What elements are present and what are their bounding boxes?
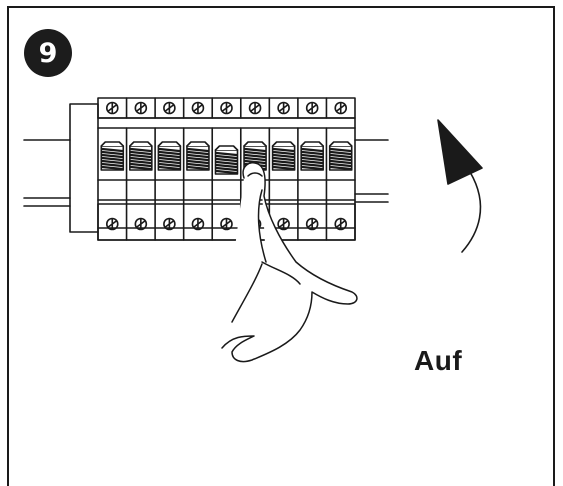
din-rail	[23, 139, 389, 207]
terminal-screw-top	[248, 101, 262, 115]
curved-arrow-up-icon	[437, 119, 483, 253]
breaker-columns	[100, 97, 353, 241]
terminal-screw-bottom	[334, 217, 348, 231]
terminal-screw-bottom	[277, 217, 290, 231]
breaker-lever	[100, 141, 125, 171]
terminal-screw-bottom	[163, 217, 176, 231]
terminal-screw-top	[191, 101, 205, 115]
breaker-lever	[186, 141, 210, 171]
terminal-screw-bottom	[220, 217, 233, 231]
terminal-screw-top	[305, 101, 319, 115]
hand-pointer-icon	[221, 162, 358, 363]
terminal-screw-bottom	[305, 217, 319, 231]
terminal-screw-bottom	[134, 217, 148, 231]
breaker-lever	[328, 141, 353, 171]
terminal-screw-top	[134, 101, 148, 115]
switched-breaker-lever	[214, 145, 239, 175]
terminal-screw-top	[220, 101, 233, 115]
breaker-lever	[157, 141, 182, 171]
terminal-screw-top	[277, 101, 290, 115]
direction-label: Auf	[414, 345, 463, 376]
terminal-screw-top	[163, 101, 176, 115]
terminal-screw-top	[105, 101, 119, 115]
breaker-lever	[129, 141, 153, 171]
breaker-lever	[300, 141, 324, 171]
terminal-screw-top	[334, 101, 348, 115]
terminal-screw-bottom	[105, 217, 119, 231]
breaker-lever	[271, 141, 296, 171]
step-number-badge: 9	[24, 29, 72, 77]
terminal-screw-bottom	[191, 217, 205, 231]
step-number: 9	[38, 37, 58, 69]
